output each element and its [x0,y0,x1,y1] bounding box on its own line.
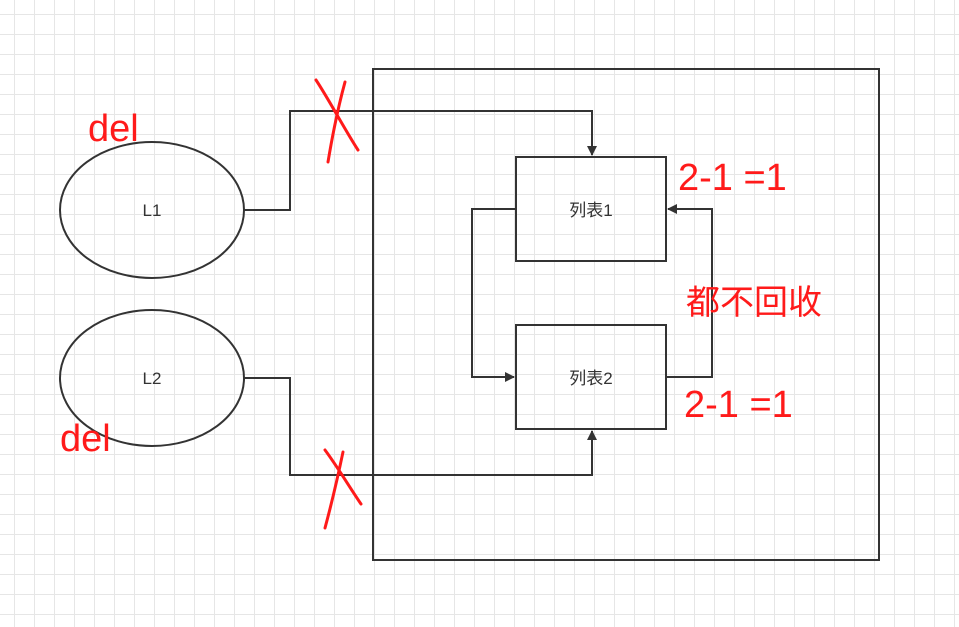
not-collected-annotation: 都不回收 [686,283,822,323]
refcount-list1: 2-1 =1 [678,157,787,199]
edge-list2-to-list1 [666,204,713,378]
refcount-list2: 2-1 =1 [684,384,793,426]
del-annotation-bottom: del [60,418,111,460]
heap-container [372,68,880,561]
variable-l1-label: L1 [143,201,162,220]
list1-label: 列表1 [569,201,612,220]
cross-mark-bottom [323,448,363,530]
variable-l2-label: L2 [143,369,162,388]
list2-label: 列表2 [569,369,612,388]
edge-l2-to-list2 [244,377,597,476]
edge-list1-to-list2 [471,208,516,382]
edge-l1-to-list1 [244,110,597,211]
del-annotation-top: del [88,108,139,150]
cross-mark-top [314,78,360,164]
